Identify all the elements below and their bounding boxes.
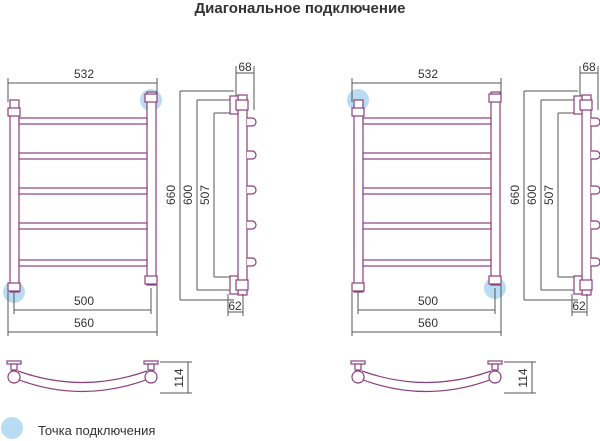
side-view-bottom-fitting	[579, 279, 593, 291]
connection-point-legend-icon	[1, 417, 23, 439]
pipe-fitting	[351, 282, 365, 292]
dim-bottom-depth: 114	[172, 368, 186, 387]
bottom-view-pipe-outer	[357, 377, 496, 393]
side-view-rung-end	[247, 150, 257, 160]
side-view-rung-end	[591, 117, 600, 127]
pipe-fitting	[144, 275, 158, 285]
side-view-top-fitting	[235, 99, 249, 111]
right-vertical-pipe	[146, 91, 157, 286]
side-view-rung-end	[247, 117, 257, 127]
left-vertical-pipe	[353, 99, 364, 293]
side-view-rung-end	[247, 220, 257, 230]
bottom-view-bracket	[10, 363, 18, 371]
dim-top-width: 532	[418, 67, 438, 81]
side-view-rung-end	[591, 185, 600, 195]
side-view-pipe	[581, 94, 592, 296]
side-view-rung-end	[247, 257, 257, 267]
dim-height-507: 507	[198, 185, 212, 205]
horizontal-rung	[362, 259, 492, 267]
bottom-view-pipe-inner	[17, 370, 148, 384]
dim-depth-top: 68	[582, 60, 596, 74]
side-view-rung-end	[591, 257, 600, 267]
bottom-view-bracket	[147, 363, 155, 371]
dim-height-600: 600	[525, 185, 539, 205]
dim-total-width: 560	[74, 316, 94, 330]
dim-depth-bottom: 62	[228, 299, 242, 313]
pipe-fitting	[144, 93, 158, 103]
dim-axis-width: 500	[418, 294, 438, 308]
dim-height-507: 507	[542, 185, 556, 205]
dim-depth-bottom: 62	[572, 299, 586, 313]
dim-height-600: 600	[181, 185, 195, 205]
pipe-fitting	[488, 275, 502, 285]
bottom-view-bracket	[354, 363, 362, 371]
dim-height-660: 660	[508, 185, 522, 205]
right-vertical-pipe	[490, 91, 501, 286]
horizontal-rung	[362, 117, 492, 125]
pipe-fitting	[7, 107, 21, 117]
bottom-view-end-cap	[351, 370, 365, 384]
dim-total-width: 560	[418, 316, 438, 330]
page-title: Диагональное подключение	[194, 0, 406, 17]
side-view-top-fitting	[579, 99, 593, 111]
bottom-view-pipe-inner	[361, 370, 492, 384]
bottom-view-bracket	[491, 363, 499, 371]
bottom-view-end-cap	[488, 370, 502, 384]
side-view-rung-end	[247, 185, 257, 195]
horizontal-rung	[18, 152, 148, 160]
left-vertical-pipe	[9, 99, 20, 293]
side-view-bottom-fitting	[235, 279, 249, 291]
dim-height-660: 660	[164, 185, 178, 205]
bottom-view-end-cap	[7, 370, 21, 384]
side-view-rung-end	[591, 150, 600, 160]
dim-depth-top: 68	[238, 60, 252, 74]
horizontal-rung	[362, 222, 492, 230]
bottom-view-pipe-outer	[13, 377, 152, 393]
bottom-view-end-cap	[144, 370, 158, 384]
pipe-fitting	[351, 107, 365, 117]
horizontal-rung	[18, 117, 148, 125]
pipe-fitting	[7, 282, 21, 292]
horizontal-rung	[362, 187, 492, 195]
dim-bottom-depth: 114	[516, 368, 530, 387]
horizontal-rung	[18, 222, 148, 230]
horizontal-rung	[18, 187, 148, 195]
legend-label: Точка подключения	[38, 423, 156, 438]
side-view-rung-end	[591, 220, 600, 230]
dim-axis-width: 500	[74, 294, 94, 308]
dim-top-width: 532	[74, 67, 94, 81]
horizontal-rung	[18, 259, 148, 267]
pipe-fitting	[488, 93, 502, 103]
side-view-pipe	[237, 94, 248, 296]
horizontal-rung	[362, 152, 492, 160]
